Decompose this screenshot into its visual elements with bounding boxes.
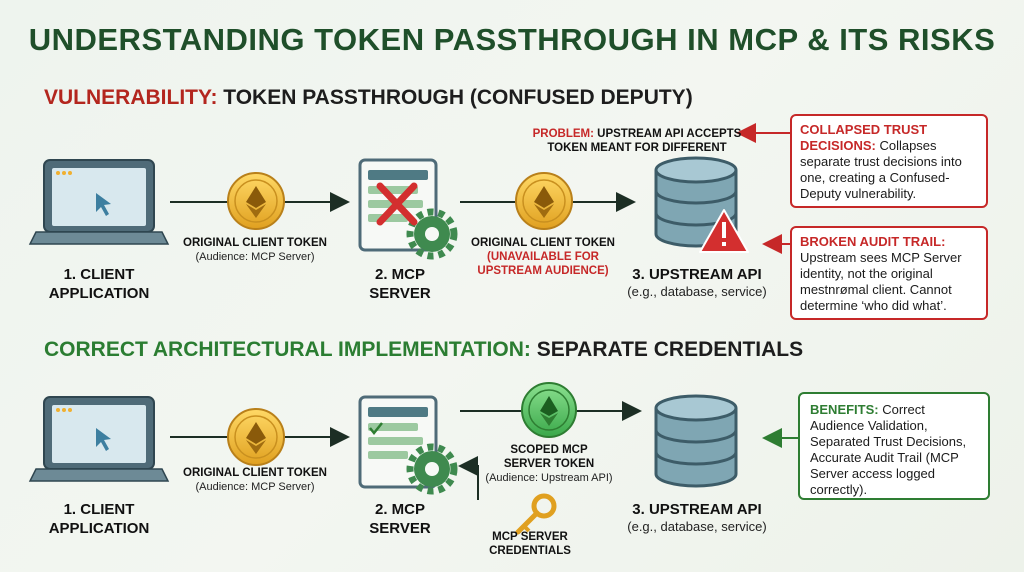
client-token-sub: (Audience: MCP Server) (195, 481, 315, 493)
api-sublabel: (e.g., database, service) (627, 284, 767, 299)
client-token-title: ORIGINAL CLIENT TOKEN (183, 237, 327, 249)
red-x-icon (376, 182, 418, 226)
benefits-title: BENEFITS: (810, 402, 879, 417)
key-icon (515, 493, 557, 535)
problem-note: PROBLEM: UPSTREAM API ACCEPTS TOKEN MEAN… (532, 127, 742, 155)
benefits-text: Correct Audience Validation, Separated T… (810, 402, 967, 497)
laptop-icon (28, 159, 170, 245)
benefits-box: BENEFITS: Correct Audience Validation, S… (798, 392, 990, 500)
api-label: 3. UPSTREAM API (632, 266, 762, 283)
server-label: 2. MCP SERVER (369, 501, 431, 537)
server-label: 2. MCP SERVER (369, 266, 431, 302)
passthrough-token-warning: (UNAVAILABLE FOR UPSTREAM AUDIENCE) (477, 251, 609, 277)
client-label: 1. CLIENT APPLICATION (48, 501, 150, 537)
correct-heading-text: SEPARATE CREDENTIALS (530, 338, 804, 361)
collapsed-trust-text: Collapses separate trust decisions into … (800, 138, 962, 201)
scoped-token-title: SCOPED MCP SERVER TOKEN (503, 444, 595, 470)
page-title: UNDERSTANDING TOKEN PASSTHROUGH IN MCP &… (28, 22, 996, 57)
database-icon (654, 394, 738, 488)
passthrough-token-title: ORIGINAL CLIENT TOKEN (471, 237, 615, 249)
vulnerability-heading: VULNERABILITY: TOKEN PASSTHROUGH (CONFUS… (44, 86, 693, 110)
vulnerability-heading-text: TOKEN PASSTHROUGH (CONFUSED DEPUTY) (217, 86, 693, 109)
client-token-label: ORIGINAL CLIENT TOKEN (Audience: MCP Ser… (170, 466, 340, 494)
broken-audit-box: BROKEN AUDIT TRAIL: Upstream sees MCP Se… (790, 226, 988, 320)
collapsed-trust-title: COLLAPSED TRUST DECISIONS: (800, 122, 928, 153)
vulnerability-heading-prefix: VULNERABILITY: (44, 86, 218, 109)
credentials-label: MCP SERVER CREDENTIALS (489, 531, 571, 557)
client-token-sub: (Audience: MCP Server) (195, 251, 315, 263)
broken-audit-text: Upstream sees MCP Server identity, not t… (800, 250, 962, 313)
client-token-icon (227, 408, 285, 466)
problem-text: UPSTREAM API ACCEPTS TOKEN MEANT FOR DIF… (547, 128, 742, 154)
passthrough-token-label: ORIGINAL CLIENT TOKEN (UNAVAILABLE FOR U… (458, 236, 628, 278)
gear-icon (406, 208, 458, 260)
problem-prefix: PROBLEM: (532, 128, 594, 140)
broken-audit-title: BROKEN AUDIT TRAIL: (800, 234, 946, 249)
collapsed-trust-box: COLLAPSED TRUST DECISIONS: Collapses sep… (790, 114, 988, 208)
scoped-token-label: SCOPED MCP SERVER TOKEN (Audience: Upstr… (470, 443, 628, 485)
warning-icon (699, 209, 749, 253)
correct-heading: CORRECT ARCHITECTURAL IMPLEMENTATION: SE… (44, 338, 803, 362)
scoped-token-sub: (Audience: Upstream API) (485, 472, 613, 484)
gear-icon (406, 443, 458, 495)
laptop-icon (28, 396, 170, 482)
api-sublabel: (e.g., database, service) (627, 519, 767, 534)
client-token-label: ORIGINAL CLIENT TOKEN (Audience: MCP Ser… (170, 236, 340, 264)
client-label: 1. CLIENT APPLICATION (48, 266, 150, 302)
client-token-title: ORIGINAL CLIENT TOKEN (183, 467, 327, 479)
passthrough-token-icon (515, 172, 573, 230)
arrow-credentials (458, 456, 479, 500)
client-token-icon (227, 172, 285, 230)
correct-heading-prefix: CORRECT ARCHITECTURAL IMPLEMENTATION: (44, 338, 531, 361)
scoped-token-icon (521, 382, 577, 438)
api-label: 3. UPSTREAM API (632, 501, 762, 518)
